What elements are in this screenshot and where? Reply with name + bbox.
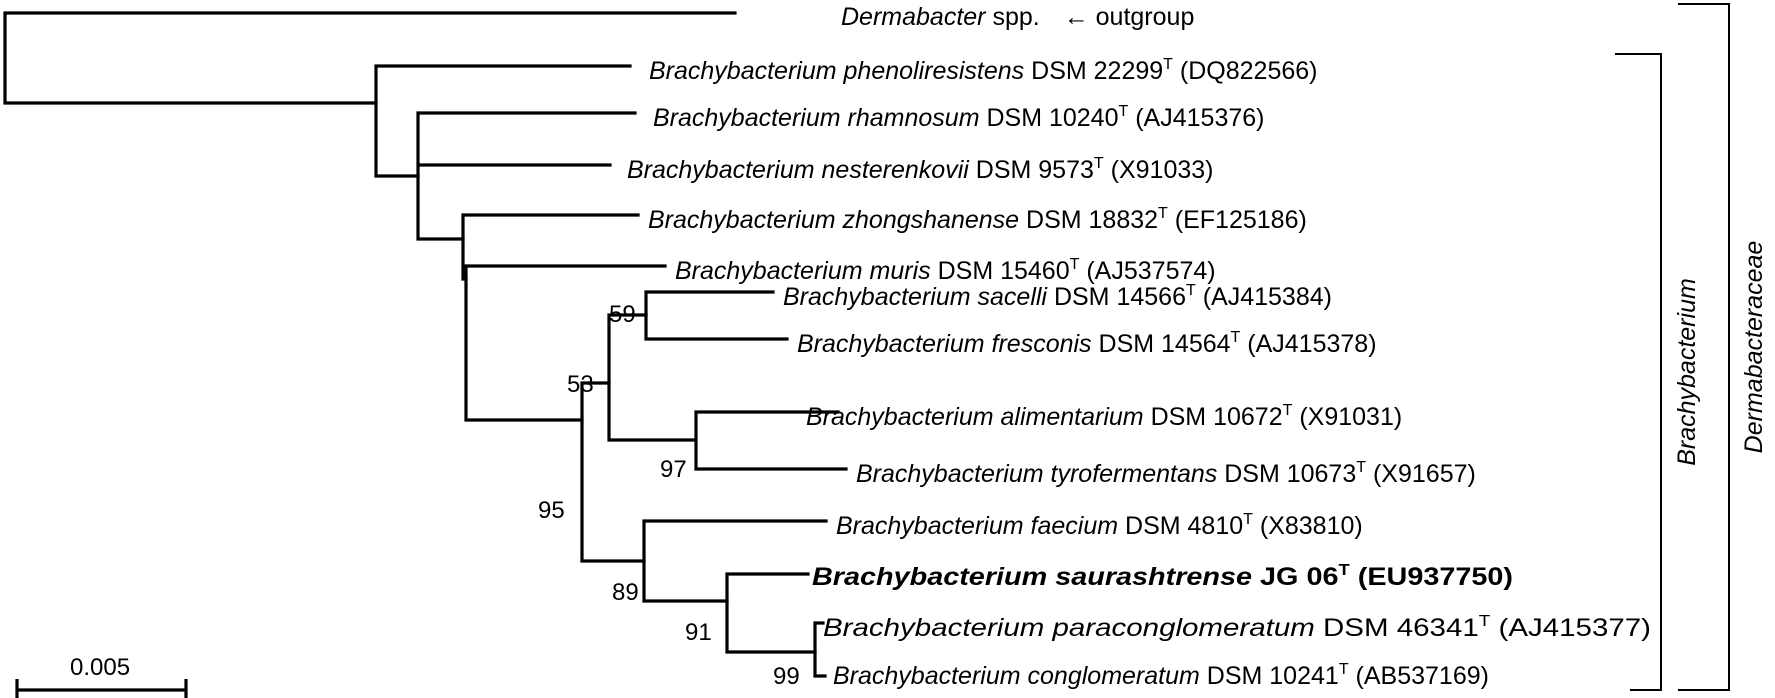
bootstrap-value: 89 (612, 579, 639, 606)
taxon-label: Brachybacterium phenoliresistens DSM 222… (649, 56, 1317, 85)
tree-branches (3, 11, 848, 678)
branch-clade-g (642, 519, 828, 603)
scale-bar-line (15, 679, 188, 698)
taxon-label: Brachybacterium muris DSM 15460T (AJ5375… (675, 256, 1216, 285)
bootstrap-value: 97 (660, 456, 687, 483)
taxon-label: Brachybacterium paraconglomeratum DSM 46… (823, 613, 1651, 642)
taxon-label: Brachybacterium fresconis DSM 14564T (AJ… (797, 329, 1377, 358)
family-label: Dermabacteraceae (1740, 241, 1768, 454)
taxon-label: Brachybacterium tyrofermentans DSM 10673… (856, 459, 1476, 488)
taxon-label: Brachybacterium conglomeratum DSM 10241T… (833, 661, 1489, 690)
taxon-labels: Dermabacter spp.← outgroup Brachybacteri… (627, 3, 1651, 690)
branch-clade-h (725, 572, 817, 654)
bootstrap-value: 99 (773, 663, 800, 690)
taxon-label: Brachybacterium rhamnosum DSM 10240T (AJ… (653, 103, 1264, 132)
bootstrap-value: 53 (567, 371, 594, 398)
branch-paraconglomeratum-conglomeratum (813, 621, 827, 678)
genus-bracket (1615, 53, 1662, 691)
branch-sacelli-fresconis (644, 290, 789, 341)
family-bracket (1678, 3, 1730, 691)
scale-bar: 0.005 (15, 654, 188, 698)
taxon-label: Brachybacterium zhongshanense DSM 18832T… (648, 205, 1307, 234)
bootstrap-value: 91 (685, 619, 712, 646)
branch-clade-d (464, 264, 667, 422)
genus-label: Brachybacterium (1673, 278, 1701, 466)
branch-clade-a (374, 64, 632, 178)
group-brackets: Brachybacterium Dermabacteraceae (1615, 3, 1768, 691)
bootstrap-values: 59 53 97 95 89 91 99 (538, 301, 800, 690)
scale-bar-label: 0.005 (70, 654, 130, 681)
branch-root (3, 11, 737, 105)
branch-clade-c (461, 213, 640, 281)
bootstrap-value: 95 (538, 497, 565, 524)
branch-clade-b (416, 111, 637, 241)
branch-clade-f (607, 313, 698, 442)
taxon-label: Brachybacterium faecium DSM 4810T (X8381… (836, 511, 1363, 540)
branch-alimentarium-tyrofermentans (694, 410, 848, 471)
taxon-label: Brachybacterium nesterenkovii DSM 9573T … (627, 155, 1214, 184)
taxon-label: Brachybacterium sacelli DSM 14566T (AJ41… (783, 282, 1332, 311)
bootstrap-value: 59 (609, 301, 636, 328)
branch-clade-e (580, 381, 646, 563)
taxon-label: Brachybacterium alimentarium DSM 10672T … (806, 402, 1402, 431)
outgroup-label: Dermabacter spp.← outgroup (841, 3, 1194, 31)
